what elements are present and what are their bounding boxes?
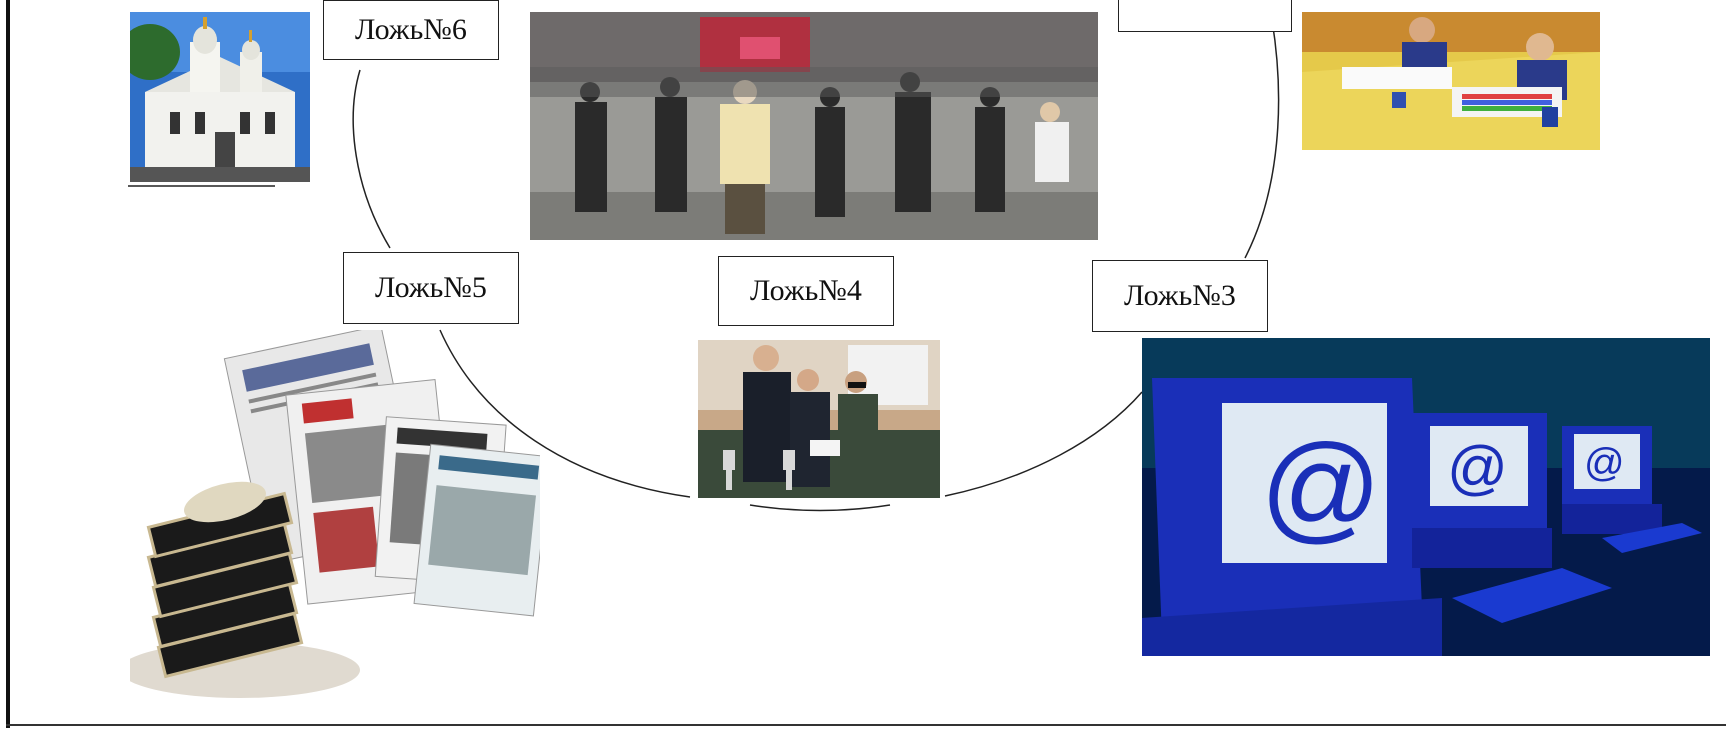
label-lie-top-right <box>1118 0 1292 32</box>
speakers-photo <box>698 340 940 498</box>
arc-bottom-right <box>944 391 1143 497</box>
church-photo <box>130 12 310 182</box>
newspapers-books-icon <box>130 330 540 698</box>
computers-photo: @ @ @ <box>1142 338 1710 656</box>
at-symbol-medium: @ <box>1447 434 1508 501</box>
arc-under-speakers <box>749 504 891 512</box>
classroom-icon <box>1302 12 1600 150</box>
at-symbol-small: @ <box>1584 441 1625 485</box>
bottom-border-line <box>6 724 1726 726</box>
classroom-photo <box>1302 12 1600 150</box>
label-lie-3: Ложь№3 <box>1092 260 1268 332</box>
at-symbol-large: @ <box>1260 420 1382 554</box>
arc-bottom-left <box>439 329 691 498</box>
speakers-icon <box>698 340 940 498</box>
arc-top-left <box>352 69 391 249</box>
crowd-photo <box>530 12 1098 240</box>
computers-at-icon: @ @ @ <box>1142 338 1710 656</box>
left-border-line <box>6 0 10 728</box>
label-lie-6: Ложь№6 <box>323 0 499 60</box>
crowd-icon <box>530 12 1098 240</box>
label-lie-4: Ложь№4 <box>718 256 894 326</box>
newspapers-books-illustration <box>130 330 540 700</box>
arc-top-right <box>1244 19 1280 259</box>
church-icon <box>130 12 310 182</box>
label-lie-5: Ложь№5 <box>343 252 519 324</box>
